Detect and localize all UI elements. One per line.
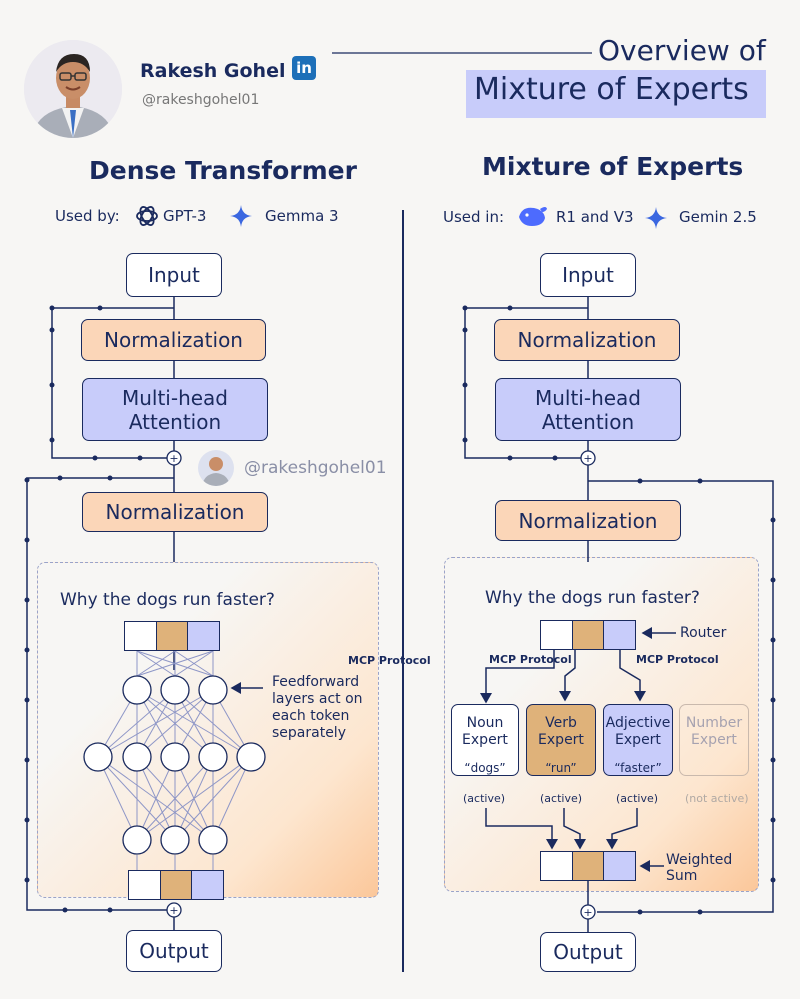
moe-add-2 (580, 904, 596, 920)
watermark-handle: @rakeshgohel01 (244, 458, 387, 478)
expert-token: “dogs” (464, 761, 506, 775)
weighted-sum-token (540, 851, 636, 881)
dense-norm-2: Normalization (82, 492, 268, 532)
moe-model-r1v3: R1 and V3 (556, 208, 634, 226)
dense-model-gemma: Gemma 3 (265, 207, 339, 225)
dense-question: Why the dogs run faster? (60, 590, 275, 610)
author-handle: @rakeshgohel01 (142, 92, 260, 108)
token-cell (604, 621, 636, 649)
expert-name: Verb Expert (538, 715, 584, 748)
ff-network-nodes (83, 675, 266, 855)
dense-output-box: Output (126, 930, 222, 972)
moe-output-box: Output (540, 932, 636, 972)
token-cell (192, 871, 224, 899)
expert-name: Adjective Expert (605, 715, 671, 748)
plus-sign: + (583, 452, 592, 465)
token-cell (571, 621, 605, 649)
title-line-1: Overview of (598, 34, 766, 67)
status-noun: (active) (463, 792, 506, 805)
moe-input-box: Input (540, 253, 636, 297)
expert-name: Number Expert (685, 715, 743, 748)
expert-token: “faster” (614, 761, 662, 775)
status-number: (not active) (685, 792, 749, 805)
moe-question: Why the dogs run faster? (485, 588, 700, 608)
expert-token: “run” (545, 761, 577, 775)
moe-norm-1: Normalization (494, 319, 680, 361)
column-divider (402, 210, 404, 972)
dense-add-1 (166, 450, 182, 466)
title-highlight (466, 70, 766, 118)
dense-norm-1: Normalization (81, 319, 266, 361)
dense-token-output (128, 870, 224, 900)
moe-used-label: Used in: (443, 208, 505, 226)
protocol-label-left: MCP Protocol (489, 653, 572, 666)
token-cell (571, 852, 605, 880)
dense-used-label: Used by: (55, 207, 120, 225)
token-cell (129, 871, 160, 899)
dense-input-box: Input (126, 253, 222, 297)
token-cell (155, 622, 189, 650)
author-avatar (24, 40, 122, 138)
gemini-sparkle-icon (230, 205, 252, 227)
watermark-avatar (198, 450, 234, 486)
token-cell (159, 871, 193, 899)
moe-heading: Mixture of Experts (482, 152, 744, 181)
author-name: Rakesh Gohel (140, 60, 286, 82)
token-cell (188, 622, 220, 650)
moe-model-gemini: Gemin 2.5 (679, 208, 757, 226)
plus-sign: + (169, 904, 178, 917)
protocol-label-right: MCP Protocol (636, 653, 719, 666)
plus-sign: + (583, 906, 592, 919)
expert-noun: Noun Expert “dogs” (451, 704, 519, 776)
deepseek-whale-icon (519, 207, 547, 226)
middle-protocol-label: MCP Protocol (348, 654, 431, 667)
plus-sign: + (169, 452, 178, 465)
dense-heading: Dense Transformer (89, 156, 357, 185)
router-label: Router (680, 625, 727, 641)
token-cell (541, 621, 572, 649)
ff-note: Feedforward layers act on each token sep… (272, 674, 363, 741)
expert-adjective: Adjective Expert “faster” (603, 704, 673, 776)
dense-add-2 (166, 902, 182, 918)
gemini-sparkle-icon (645, 207, 667, 229)
linkedin-icon[interactable]: in (292, 56, 316, 80)
dense-model-gpt3: GPT-3 (163, 207, 207, 225)
title-line-2: Mixture of Experts (474, 72, 749, 107)
token-cell (604, 852, 636, 880)
moe-attention: Multi-head Attention (495, 378, 681, 441)
moe-token-input (540, 620, 636, 650)
residual-dots (24, 305, 776, 915)
expert-verb: Verb Expert “run” (526, 704, 596, 776)
openai-icon (136, 206, 158, 226)
token-cell (125, 622, 156, 650)
moe-add-1 (580, 450, 596, 466)
moe-norm-2: Normalization (495, 500, 681, 541)
expert-name: Noun Expert (462, 715, 508, 748)
dense-attention: Multi-head Attention (82, 378, 268, 441)
status-verb: (active) (540, 792, 583, 805)
token-cell (541, 852, 572, 880)
expert-number: Number Expert (679, 704, 749, 776)
dense-token-input (124, 621, 220, 651)
weighted-sum-label: Weighted Sum (666, 852, 733, 884)
status-adjective: (active) (616, 792, 659, 805)
